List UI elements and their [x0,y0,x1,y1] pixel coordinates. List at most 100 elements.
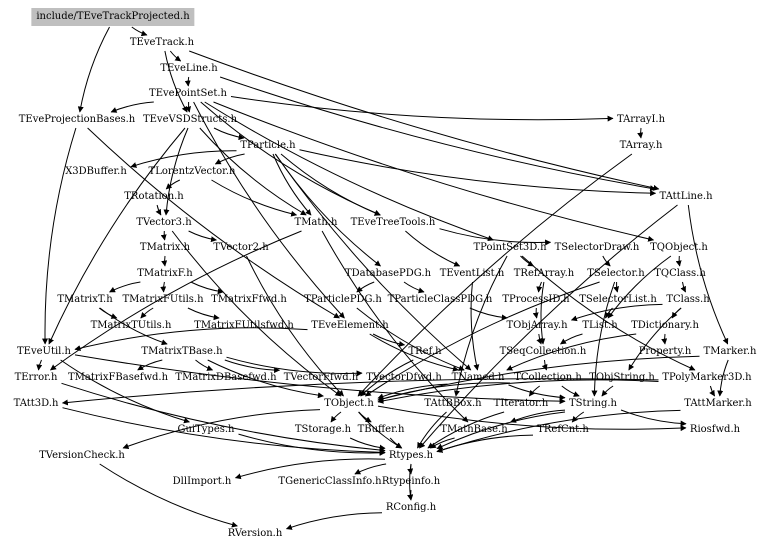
node-teve-line[interactable]: TEveLine.h [160,63,218,74]
edge-tparticle-to-tlorentzvector [214,153,245,165]
node-tmatrix-dbasefwd[interactable]: TMatrixDBasefwd.h [175,372,277,383]
node-tstring[interactable]: TString.h [569,398,617,409]
node-tselector-list[interactable]: TSelectorList.h [579,294,657,305]
node-tmath-base[interactable]: TMathBase.h [440,424,508,435]
node-tnamed[interactable]: TNamed.h [451,372,505,383]
node-tmatrix[interactable]: TMatrix.h [139,242,191,253]
node-tparticle-class-pdg[interactable]: TParticleClassPDG.h [387,294,493,305]
edge-tparticle-to-x3dbuffer [130,150,237,168]
node-tmatrix-t[interactable]: TMatrixT.h [57,294,113,305]
node-tarray-i[interactable]: TArrayI.h [616,114,666,125]
edge-tevevsdstructs-to-tvector3 [163,127,189,216]
edge-tmatrixf-to-tmatrixfutils [160,281,167,293]
node-dll-import[interactable]: DllImport.h [172,476,232,487]
node-teve-projection-bases[interactable]: TEveProjectionBases.h [18,114,136,125]
node-tselector-draw[interactable]: TSelectorDraw.h [554,242,640,253]
node-tmarker[interactable]: TMarker.h [703,346,757,357]
edge-teveline-to-tattline [219,76,657,192]
edge-tseqcollection-to-tcollection [541,359,548,371]
edge-tpolymarker3d-to-tattmarker [709,385,716,397]
node-tref-array[interactable]: TRefArray.h [513,268,575,279]
node-tatt-line[interactable]: TAttLine.h [659,191,713,202]
node-tatt-bbox[interactable]: TAttBBox.h [424,398,482,409]
edge-teveutil-to-tstring [74,354,566,405]
edge-tmatrixfutils-to-tmatrixfutilsfwd [187,307,220,321]
node-tmatrix-f[interactable]: TMatrixF.h [137,268,193,279]
node-rtypes[interactable]: Rtypes.h [388,450,434,461]
node-tobj-array[interactable]: TObjArray.h [506,320,568,331]
node-tlist[interactable]: TList.h [582,320,618,331]
edge-trefcnt-to-rtypes [436,434,534,453]
node-terror[interactable]: TError.h [14,372,58,383]
node-x3-dbuffer[interactable]: X3DBuffer.h [65,166,127,177]
edge-tmathbase-to-rtypes [429,437,455,449]
edge-tevetrack-to-tevevsdstructs [164,50,188,113]
edge-teventlist-to-tnamed [470,281,480,371]
edge-tselector-to-tstring [591,281,616,397]
node-tmatrix-futilsfwd[interactable]: TMatrixFUtilsfwd.h [194,320,294,331]
node-tobject[interactable]: TObject.h [324,398,374,409]
node-tstorage[interactable]: TStorage.h [294,424,352,435]
node-tlorentz-vector[interactable]: TLorentzVector.h [148,166,236,177]
node-teve-point-set[interactable]: TEvePointSet.h [149,88,227,99]
edge-teveelement-to-tref [372,333,406,347]
node-teve-util[interactable]: TEveUtil.h [17,346,71,357]
node-riosfwd[interactable]: Riosfwd.h [689,424,741,435]
node-teve-tree-tools[interactable]: TEveTreeTools.h [350,217,436,228]
node-tvector3[interactable]: TVector3.h [136,217,192,228]
node-tpoly-marker3-d[interactable]: TPolyMarker3D.h [662,372,752,383]
node-rtypeinfo[interactable]: Rtypeinfo.h [381,476,441,487]
node-teve-element[interactable]: TEveElement.h [311,320,389,331]
node-rconfig[interactable]: RConfig.h [385,502,437,513]
node-tmatrix-tbase[interactable]: TMatrixTBase.h [141,346,223,357]
node-tmatrix-tutils[interactable]: TMatrixTUtils.h [90,320,172,331]
node-tparticle[interactable]: TParticle.h [240,140,296,151]
node-tselector[interactable]: TSelector.h [587,268,645,279]
node-tmath[interactable]: TMath.h [294,217,338,228]
node-tversion-check[interactable]: TVersionCheck.h [39,450,125,461]
node-tbuffer[interactable]: TBuffer.h [357,424,405,435]
node-tgeneric-class-info[interactable]: TGenericClassInfo.h [278,476,382,487]
node-tvector-ffwd[interactable]: TVectorFfwd.h [283,372,359,383]
node-tarray[interactable]: TArray.h [619,140,663,151]
node-teve-vsdstructs[interactable]: TEveVSDStructs.h [142,114,238,125]
edge-tmatrixf-to-tmatrixt [109,281,141,293]
node-tprocess-id[interactable]: TProcessID.h [502,294,570,305]
node-trotation[interactable]: TRotation.h [124,191,184,202]
node-tclass[interactable]: TClass.h [666,294,710,305]
edge-rtypes-to-dllimport [234,458,386,480]
node-tvector2[interactable]: TVector2.h [213,242,269,253]
node-tref-cnt[interactable]: TRefCnt.h [537,424,589,435]
node-tmatrix-fbasefwd[interactable]: TMatrixFBasefwd.h [67,372,169,383]
node-gui-types[interactable]: GuiTypes.h [177,424,235,435]
edge-tobject-to-tversioncheck [122,409,321,449]
node-tref[interactable]: TRef.h [408,346,442,357]
node-tqclass[interactable]: TQClass.h [654,268,706,279]
node-rversion[interactable]: RVersion.h [227,528,283,539]
node-tmatrix-ffwd[interactable]: TMatrixFfwd.h [211,294,287,305]
node-tevent-list[interactable]: TEventList.h [439,268,505,279]
edge-tevepointset-to-teveprojectionbases [110,101,154,113]
edge-tstring-to-tmathbase [510,409,566,423]
node-tvector-dfwd[interactable]: TVectorDfwd.h [366,372,442,383]
edge-tnamed-to-tstring [508,384,566,401]
node-tqobject[interactable]: TQObject.h [650,242,708,253]
node-tdictionary[interactable]: TDictionary.h [631,320,699,331]
node-tparticle-pdg[interactable]: TParticlePDG.h [304,294,382,305]
node-tatt-marker[interactable]: TAttMarker.h [684,398,752,409]
node-tobj-string[interactable]: TObjString.h [589,372,655,383]
node-tpoint-set3-d[interactable]: TPointSet3D.h [473,242,547,253]
node-property[interactable]: Property.h [638,346,692,357]
node-tcollection[interactable]: TCollection.h [514,372,582,383]
node-tseq-collection[interactable]: TSeqCollection.h [499,346,587,357]
node-tatt3-d[interactable]: TAtt3D.h [13,398,59,409]
node-teve-track[interactable]: TEveTrack.h [129,37,195,48]
edge-tparticleclasspdg-to-tobjarray [469,307,508,321]
edge-tmarker-to-tobject [377,355,700,402]
edge-tmarker-to-tattmarker [717,359,729,397]
node-tdatabase-pdg[interactable]: TDatabasePDG.h [344,268,432,279]
node-root[interactable]: include/TEveTrackProjected.h [31,8,195,26]
node-tmatrix-futils[interactable]: TMatrixFUtils.h [122,294,204,305]
node-titerator[interactable]: TIterator.h [493,398,549,409]
